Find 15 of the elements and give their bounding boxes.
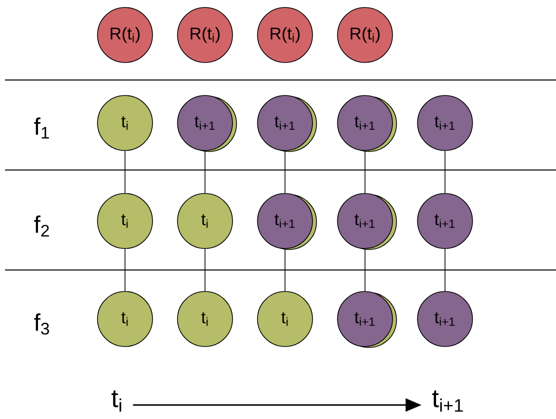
connector-line [444, 150, 446, 194]
connector-line [124, 248, 126, 292]
row-label: f$_{3}$ [34, 313, 49, 335]
connector-line [204, 150, 206, 194]
connector-line [204, 248, 206, 292]
connector-line [284, 150, 286, 194]
time-label: t$_{i+1}$ [432, 390, 463, 412]
connector-line [364, 248, 366, 292]
row-label: f$_{1}$ [34, 118, 49, 139]
row-label: f$_{2}$ [34, 216, 49, 237]
connector-line [124, 150, 126, 194]
time-label: t$_{i}$ [112, 390, 122, 412]
connector-line [444, 248, 446, 292]
connector-line [284, 248, 286, 292]
connector-line [364, 150, 366, 194]
